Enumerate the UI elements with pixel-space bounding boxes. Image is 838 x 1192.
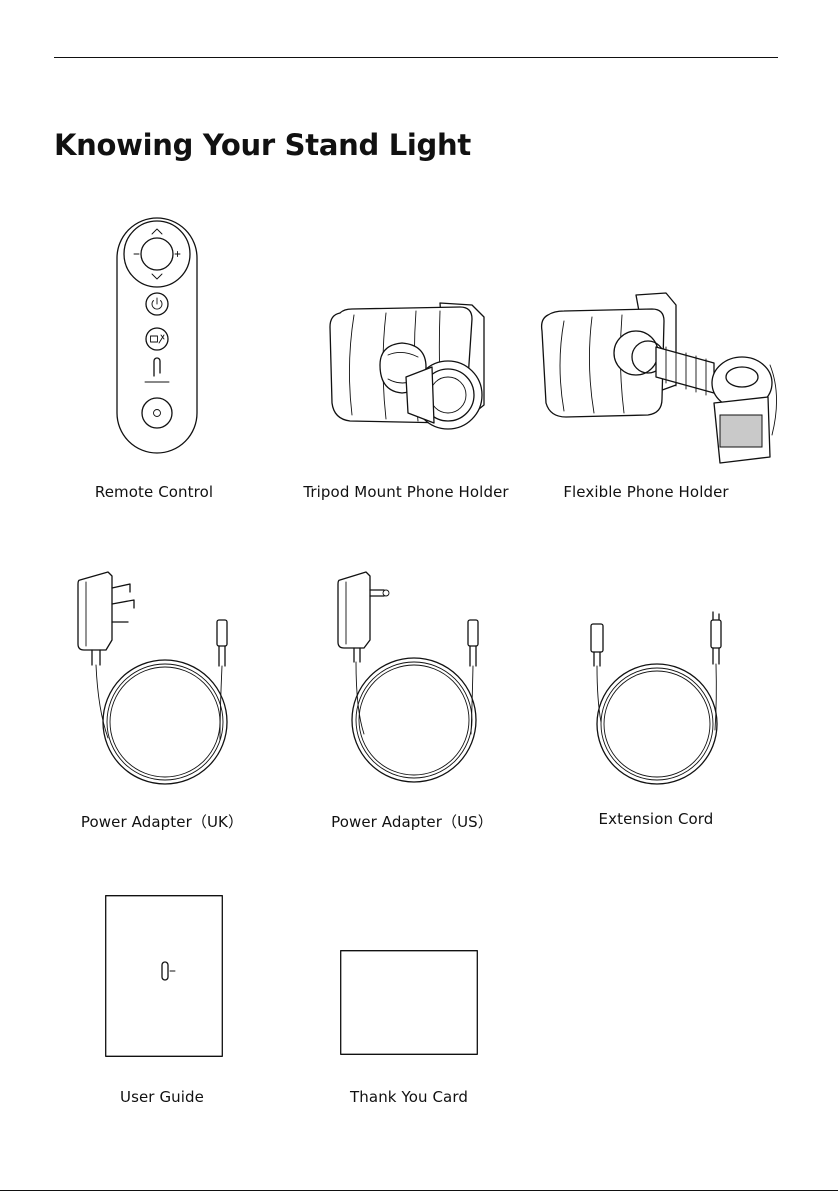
caption-tripod-mount-phone-holder: Tripod Mount Phone Holder [296, 483, 516, 501]
user-guide-icon [105, 895, 223, 1057]
header-rule [54, 57, 778, 58]
caption-flexible-phone-holder: Flexible Phone Holder [551, 483, 741, 501]
caption-remote-control: Remote Control [64, 483, 244, 501]
caption-power-adapter-us: Power Adapter（US） [322, 811, 502, 832]
page-title: Knowing Your Stand Light [54, 128, 471, 162]
extension-cord-icon [585, 610, 735, 788]
caption-thank-you-card: Thank You Card [329, 1088, 489, 1106]
remote-control-icon [112, 213, 202, 458]
caption-extension-cord: Extension Cord [571, 810, 741, 828]
thank-you-card-icon [340, 950, 478, 1055]
footer-rule [0, 1190, 838, 1191]
caption-user-guide: User Guide [92, 1088, 232, 1106]
flexible-phone-holder-icon [536, 285, 786, 470]
tripod-mount-phone-holder-icon [322, 295, 494, 445]
power-adapter-uk-icon [70, 570, 240, 785]
power-adapter-us-icon [334, 570, 484, 785]
caption-power-adapter-uk: Power Adapter（UK） [72, 811, 252, 832]
